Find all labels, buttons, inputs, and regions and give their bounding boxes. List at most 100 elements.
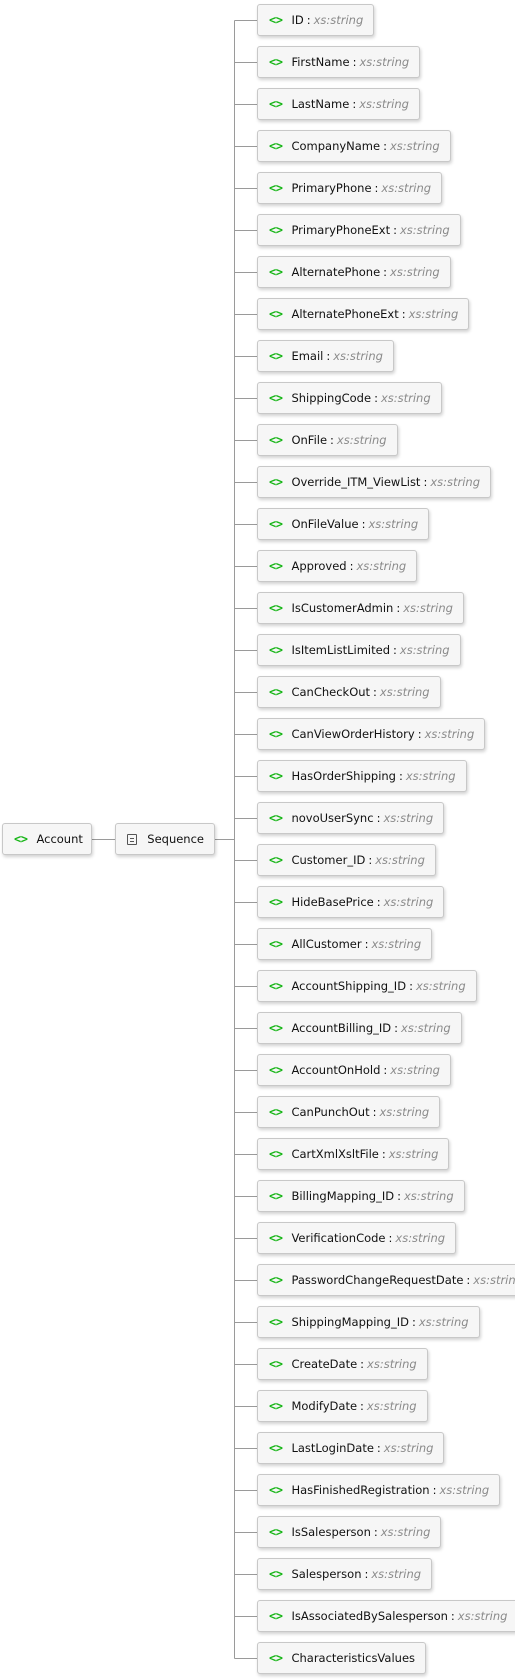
child-element[interactable]: <>FirstName:xs:string (257, 46, 421, 78)
element-type: xs:string (375, 853, 425, 867)
element-type: xs:string (390, 1063, 440, 1077)
child-element[interactable]: <>IsAssociatedBySalesperson:xs:string (257, 1600, 515, 1632)
element-type: xs:string (415, 979, 466, 993)
child-element[interactable]: <>PasswordChangeRequestDate:xs:string (257, 1264, 515, 1296)
element-name: ShippingMapping_ID (291, 1315, 409, 1329)
type-separator: : (372, 1105, 377, 1119)
element-icon: <> (269, 1609, 283, 1623)
child-element[interactable]: <>AccountShipping_ID:xs:string (257, 970, 477, 1002)
element-name: AlternatePhone (291, 265, 381, 279)
element-icon: <> (269, 1021, 283, 1035)
element-name: CharacteristicsValues (291, 1651, 416, 1665)
element-name: Customer_ID (291, 853, 366, 867)
element-type: xs:string (389, 139, 440, 153)
element-type: xs:string (381, 181, 432, 195)
child-element[interactable]: <>ShippingMapping_ID:xs:string (257, 1306, 480, 1338)
child-element[interactable]: <>IsSalesperson:xs:string (257, 1516, 442, 1548)
element-type: xs:string (408, 307, 459, 321)
element-type: xs:string (439, 1483, 490, 1497)
child-element[interactable]: <>HideBasePrice:xs:string (257, 886, 445, 918)
type-separator: : (360, 1399, 364, 1413)
element-name: HasFinishedRegistration (291, 1483, 430, 1497)
child-element[interactable]: <>CanViewOrderHistory:xs:string (257, 718, 486, 750)
element-type: xs:string (395, 1231, 446, 1245)
child-element[interactable]: <>AccountOnHold:xs:string (257, 1054, 451, 1086)
child-element[interactable]: <>Override_ITM_ViewList:xs:string (257, 466, 492, 498)
element-name: AllCustomer (291, 937, 362, 951)
child-element[interactable]: <>OnFileValue:xs:string (257, 508, 430, 540)
child-element[interactable]: <>HasFinishedRegistration:xs:string (257, 1474, 501, 1506)
type-separator: : (381, 1147, 386, 1161)
element-type: xs:string (356, 559, 407, 573)
child-element[interactable]: <>IsCustomerAdmin:xs:string (257, 592, 464, 624)
element-type: xs:string (430, 475, 481, 489)
child-element[interactable]: <>PrimaryPhoneExt:xs:string (257, 214, 461, 246)
root-element-account[interactable]: <> Account (2, 823, 92, 855)
element-name: IsItemListLimited (291, 643, 391, 657)
element-icon: <> (269, 1315, 283, 1329)
element-type: xs:string (383, 811, 434, 825)
element-icon: <> (269, 433, 283, 447)
child-element[interactable]: <>CanCheckOut:xs:string (257, 676, 441, 708)
child-element[interactable]: <>AlternatePhone:xs:string (257, 256, 451, 288)
element-name: CanCheckOut (291, 685, 371, 699)
child-element[interactable]: <>PrimaryPhone:xs:string (257, 172, 443, 204)
element-name: HasOrderShipping (291, 769, 396, 783)
child-element[interactable]: <>Approved:xs:string (257, 550, 418, 582)
element-icon: <> (269, 391, 283, 405)
child-element[interactable]: <>Email:xs:string (257, 340, 394, 372)
element-icon: <> (269, 727, 283, 741)
child-element[interactable]: <>BillingMapping_ID:xs:string (257, 1180, 465, 1212)
child-element[interactable]: <>IsItemListLimited:xs:string (257, 634, 461, 666)
element-type: xs:string (405, 769, 456, 783)
element-name: CompanyName (291, 139, 381, 153)
element-name: FirstName (291, 55, 350, 69)
child-element[interactable]: <>CharacteristicsValues (257, 1642, 427, 1674)
child-element[interactable]: <>LastName:xs:string (257, 88, 420, 120)
type-separator: : (373, 1525, 378, 1539)
type-separator: : (417, 727, 422, 741)
element-icon: <> (269, 1063, 283, 1077)
child-element[interactable]: <>CartXmlXsltFile:xs:string (257, 1138, 450, 1170)
child-element[interactable]: <>novoUserSync:xs:string (257, 802, 445, 834)
element-icon: <> (269, 853, 283, 867)
child-element[interactable]: <>AllCustomer:xs:string (257, 928, 433, 960)
child-element[interactable]: <>CompanyName:xs:string (257, 130, 451, 162)
element-name: PrimaryPhone (291, 181, 372, 195)
child-element[interactable]: <>ID:xs:string (257, 4, 375, 36)
type-separator: : (411, 1315, 416, 1329)
element-type: xs:string (379, 1105, 430, 1119)
element-type: xs:string (424, 727, 475, 741)
element-icon: <> (269, 643, 283, 657)
element-icon: <> (269, 223, 283, 237)
element-icon: <> (269, 895, 283, 909)
type-separator: : (401, 307, 406, 321)
element-type: xs:string (367, 1357, 417, 1371)
element-icon: <> (269, 13, 283, 27)
element-icon: <> (269, 1189, 283, 1203)
child-element[interactable]: <>CanPunchOut:xs:string (257, 1096, 441, 1128)
child-element[interactable]: <>Customer_ID:xs:string (257, 844, 436, 876)
type-separator: : (397, 1189, 401, 1203)
child-element[interactable]: <>AlternatePhoneExt:xs:string (257, 298, 470, 330)
child-element[interactable]: <>CreateDate:xs:string (257, 1348, 428, 1380)
child-element[interactable]: <>AccountBilling_ID:xs:string (257, 1012, 462, 1044)
element-type: xs:string (366, 1399, 417, 1413)
child-element[interactable]: <>HasOrderShipping:xs:string (257, 760, 467, 792)
child-element[interactable]: <>LastLoginDate:xs:string (257, 1432, 445, 1464)
child-element[interactable]: <>VerificationCode:xs:string (257, 1222, 457, 1254)
element-name: AccountBilling_ID (291, 1021, 392, 1035)
child-element[interactable]: <>Salesperson:xs:string (257, 1558, 433, 1590)
element-type: xs:string (313, 13, 364, 27)
element-icon: <> (269, 1441, 283, 1455)
element-name: Approved (291, 559, 347, 573)
element-type: xs:string (457, 1609, 508, 1623)
child-element[interactable]: <>ModifyDate:xs:string (257, 1390, 428, 1422)
element-name: PasswordChangeRequestDate (291, 1273, 464, 1287)
element-name: AccountOnHold (291, 1063, 381, 1077)
child-element[interactable]: <>OnFile:xs:string (257, 424, 398, 456)
element-icon: <> (269, 601, 283, 615)
type-separator: : (374, 181, 379, 195)
sequence-node[interactable]: Sequence (115, 823, 215, 855)
child-element[interactable]: <>ShippingCode:xs:string (257, 382, 442, 414)
